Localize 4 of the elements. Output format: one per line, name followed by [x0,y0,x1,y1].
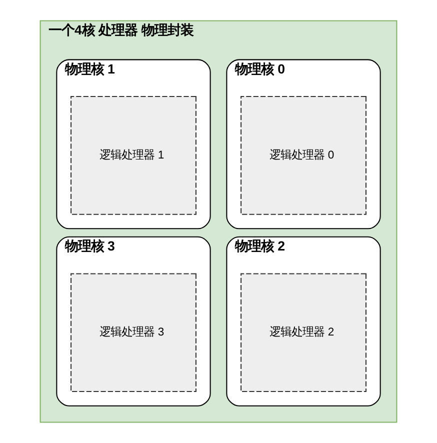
node-box: 逻辑处理器 1 [70,96,196,215]
node-box: 逻辑处理器 2 [240,273,366,392]
node-box: 逻辑处理器 0 [240,96,366,215]
node-box: 逻辑处理器 3 [70,273,196,392]
